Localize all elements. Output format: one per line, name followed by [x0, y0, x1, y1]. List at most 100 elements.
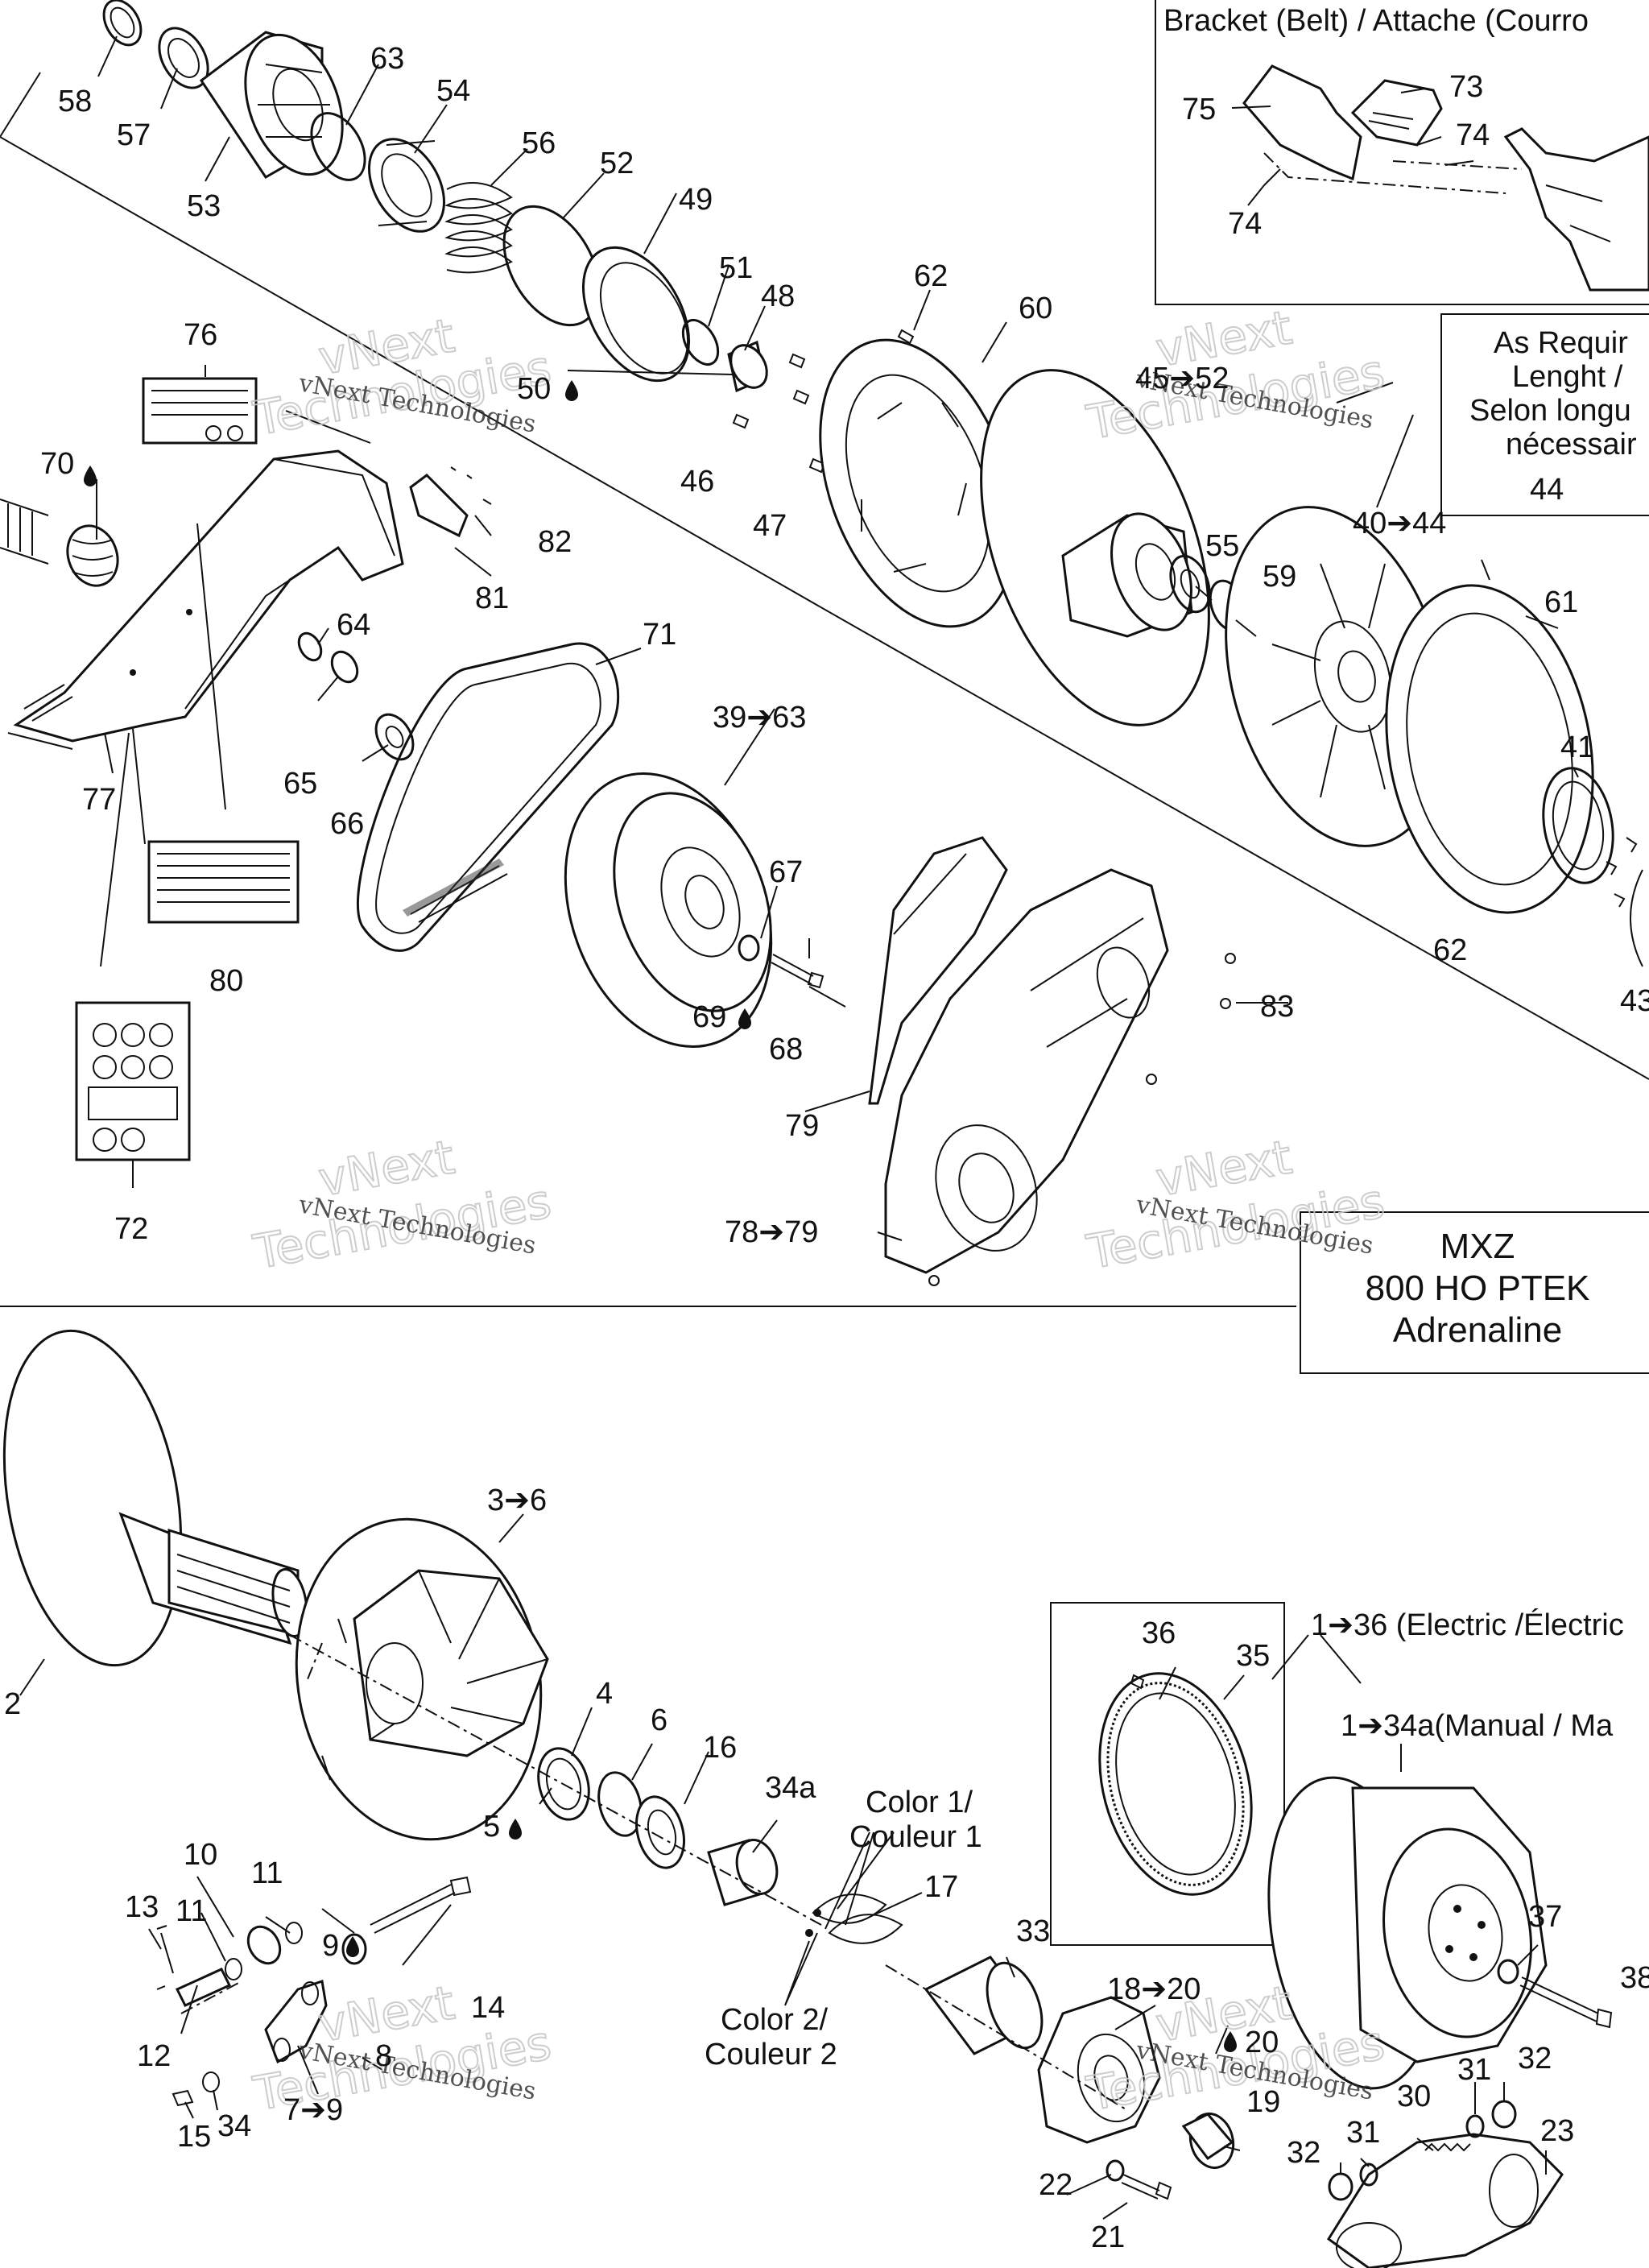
callout-17: 17	[924, 1870, 958, 1904]
part-79-cover	[868, 836, 1008, 1105]
part-33-sleeve	[924, 1956, 1044, 2055]
color1-label-line2: Couleur 1	[849, 1820, 982, 1854]
part-57-ring	[158, 27, 209, 89]
callout-21: 21	[1091, 2220, 1125, 2254]
part-34a-sleeve	[707, 1839, 779, 1906]
callout-82: 82	[538, 525, 572, 559]
callout-53: 53	[187, 189, 221, 223]
part-55-washer	[1169, 554, 1211, 614]
model-line-3: Adrenaline	[1393, 1310, 1562, 1350]
callout-55: 55	[1205, 529, 1239, 563]
callout-59: 59	[1263, 560, 1296, 594]
callout-50: 50	[517, 372, 551, 406]
callout-11-left: 11	[176, 1894, 207, 1928]
callout-78-79: 78➔79	[725, 1215, 818, 1249]
callout-3-6: 3➔6	[487, 1484, 547, 1517]
callout-4: 4	[596, 1677, 613, 1711]
callout-80: 80	[209, 964, 243, 998]
callout-11-right: 11	[251, 1856, 283, 1890]
leaders-upper	[96, 35, 1579, 1241]
part-38-bolt	[1519, 1976, 1613, 2029]
part-72-decal	[75, 1001, 191, 1161]
bracket-box-title: Bracket (Belt) / Attache (Courro	[1163, 4, 1589, 38]
callout-64: 64	[337, 608, 370, 642]
part-22-washer	[1106, 2159, 1125, 2182]
color2-label-line2: Couleur 2	[705, 2038, 837, 2071]
part-43-edge	[1606, 837, 1643, 967]
part-61-cover	[1385, 584, 1594, 914]
small-lever-parts	[156, 1876, 472, 2107]
callout-69: 69	[692, 1000, 726, 1034]
oil-drop-icon	[84, 466, 97, 486]
callout-33: 33	[1016, 1914, 1050, 1948]
callout-49: 49	[679, 183, 713, 217]
callout-6: 6	[651, 1703, 667, 1737]
part-52-circlip	[502, 205, 601, 327]
ring-gear-inset	[1050, 1602, 1285, 1946]
as-required-line-3: Selon longu	[1469, 394, 1631, 428]
part-17-spring	[805, 1893, 903, 1944]
part-54-bearing	[368, 138, 445, 233]
callout-38: 38	[1620, 1961, 1649, 1995]
callout-79: 79	[785, 1109, 819, 1143]
callout-19: 19	[1246, 2085, 1280, 2119]
model-line-2: 800 HO PTEK	[1366, 1269, 1590, 1308]
callout-65: 65	[283, 767, 317, 801]
callout-32-top: 32	[1518, 2042, 1552, 2076]
part-49-sleeve	[581, 246, 691, 383]
callout-30: 30	[1397, 2080, 1431, 2113]
part-65-ring	[330, 650, 359, 684]
as-required-box: As Requir Lenght / Selon longu nécessair	[1440, 313, 1649, 516]
oil-drop-icon	[738, 1008, 751, 1029]
part-78-79-housing	[884, 868, 1236, 1286]
callout-2: 2	[4, 1687, 21, 1721]
part-32-roller	[1491, 2100, 1517, 2129]
as-required-line-1: As Requir	[1494, 326, 1628, 360]
part-21-bolt	[1121, 2174, 1172, 2200]
callout-76: 76	[184, 318, 217, 352]
as-required-line-4: nécessair	[1506, 428, 1637, 461]
callout-labels: 58 57 53 63 54 56 52 49 51 48 62 60 75 7…	[4, 42, 1649, 2254]
part-70-coil	[0, 499, 119, 587]
part-6-circlip	[597, 1771, 643, 1837]
callout-54: 54	[436, 74, 470, 108]
callout-5: 5	[483, 1810, 500, 1844]
callout-13: 13	[125, 1890, 159, 1924]
part-76-label	[142, 377, 258, 445]
part-66-washer	[374, 713, 415, 761]
bracket-inset-box: Bracket (Belt) / Attache (Courro	[1155, 0, 1649, 305]
callout-60: 60	[1019, 292, 1052, 325]
callout-75: 75	[1182, 93, 1216, 126]
callout-74-right: 74	[1456, 118, 1490, 152]
callout-23: 23	[1540, 2114, 1574, 2148]
model-line-1: MXZ	[1440, 1227, 1515, 1266]
callout-18-20: 18➔20	[1107, 1972, 1201, 2006]
part-58-ring	[102, 0, 143, 47]
callout-62-bottom: 62	[1433, 933, 1467, 967]
callout-51: 51	[719, 251, 753, 285]
callout-31-bottom: 31	[1346, 2116, 1380, 2150]
oil-drop-icon	[346, 1936, 359, 1957]
electric-group-label: 1➔36 (Electric /Électric	[1311, 1608, 1624, 1642]
oil-drop-icon	[509, 1819, 522, 1840]
as-required-line-2: Lenght /	[1512, 360, 1623, 394]
callout-70: 70	[40, 447, 74, 481]
callout-44: 44	[1530, 473, 1564, 507]
callout-66: 66	[330, 807, 364, 841]
callout-81: 81	[475, 581, 509, 615]
part-48-bushing	[727, 340, 768, 393]
callout-37: 37	[1528, 1900, 1562, 1934]
callout-62-top: 62	[914, 259, 948, 293]
callout-83: 83	[1260, 990, 1294, 1024]
callout-32-bottom: 32	[1287, 2136, 1320, 2170]
oil-drop-icon	[1224, 2031, 1237, 2052]
callout-58: 58	[58, 85, 92, 118]
callout-77: 77	[82, 783, 116, 817]
callout-74-left: 74	[1228, 207, 1262, 241]
callout-71: 71	[643, 618, 676, 652]
callout-36: 36	[1142, 1616, 1176, 1650]
callout-7-9: 7➔9	[283, 2093, 343, 2127]
part-30-spring	[1424, 2142, 1471, 2152]
part-16-seal	[635, 1795, 685, 1869]
callout-46: 46	[680, 465, 714, 499]
